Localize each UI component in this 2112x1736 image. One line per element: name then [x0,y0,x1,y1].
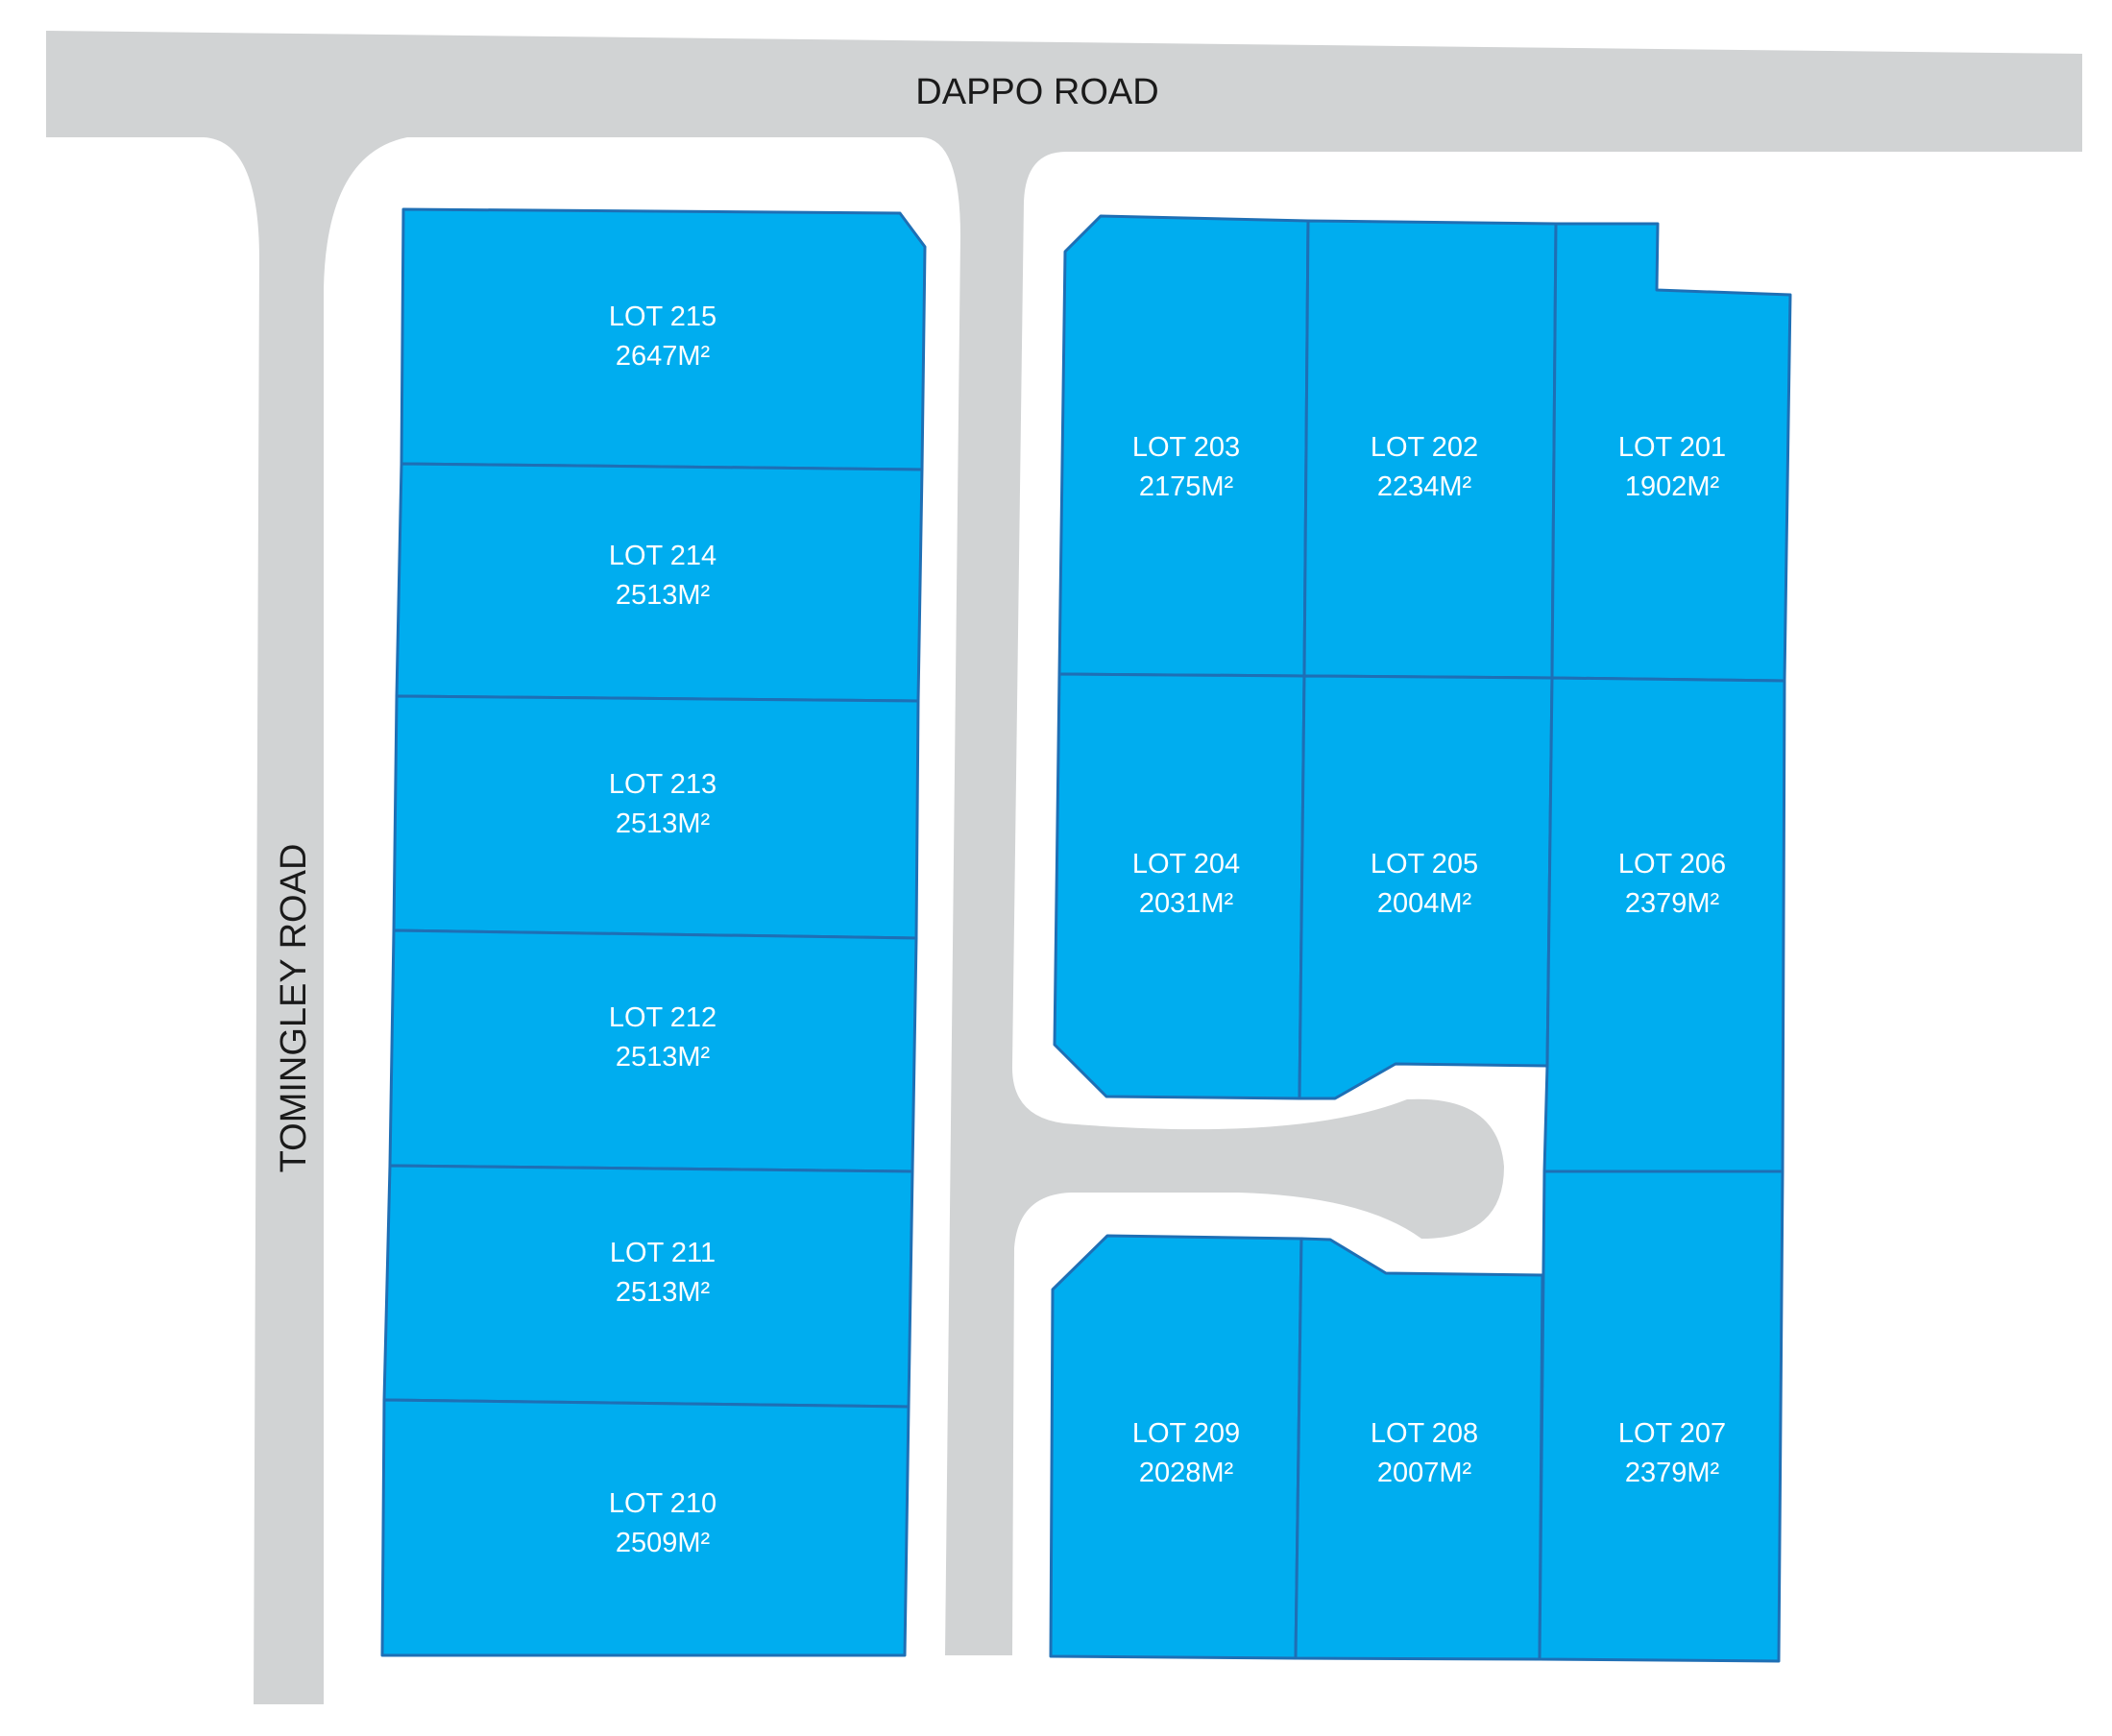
lot-209[interactable] [1049,1234,1303,1660]
lot-207[interactable] [1538,1169,1784,1663]
lot-203[interactable] [1057,214,1310,678]
lot-212[interactable] [388,928,918,1173]
lot-210[interactable] [380,1398,910,1657]
lot-205[interactable] [1298,674,1554,1100]
lot-206[interactable] [1542,676,1786,1173]
lot-213[interactable] [392,694,920,940]
lot-204[interactable] [1053,672,1306,1100]
east-lots [1049,214,1792,1663]
lot-201[interactable] [1550,222,1792,683]
west-lots [380,207,927,1657]
lot-202[interactable] [1302,219,1558,680]
lot-211[interactable] [382,1164,914,1409]
tomingley-road-label: TOMINGLEY ROAD [274,844,314,1173]
lot-214[interactable] [395,462,924,703]
lot-208[interactable] [1294,1237,1544,1661]
dappo-road-label: DAPPO ROAD [915,72,1158,112]
lot-215[interactable] [400,207,927,471]
